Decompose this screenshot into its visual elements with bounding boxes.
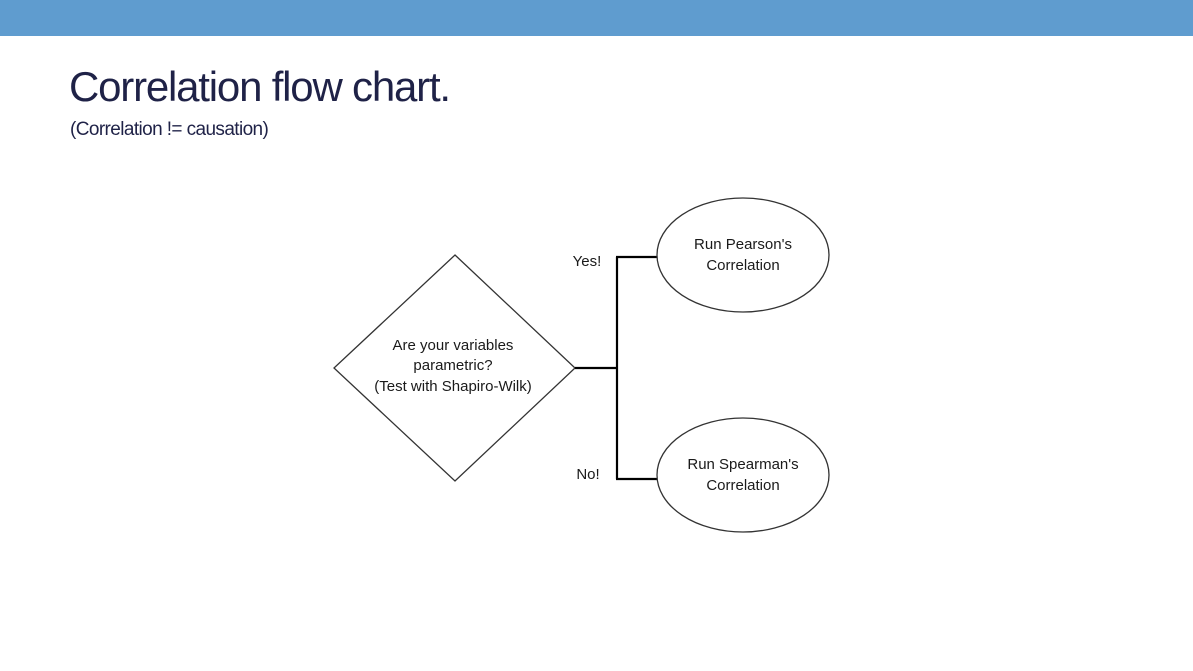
spearman-text-line-1: Run Spearman's — [687, 456, 798, 473]
decision-text-line-1: Are your variables — [393, 337, 514, 354]
decision-text-line-3: (Test with Shapiro-Wilk) — [374, 378, 532, 395]
spearman-outcome-ellipse — [656, 417, 830, 533]
decision-diamond — [333, 254, 576, 482]
pearson-text-line-2: Correlation — [706, 257, 779, 274]
pearson-outcome-ellipse — [656, 197, 830, 313]
pearson-text-line-1: Run Pearson's — [694, 236, 792, 253]
spearman-text-line-2: Correlation — [706, 477, 779, 494]
slide-subtitle: (Correlation != causation) — [70, 119, 269, 140]
slide-title: Correlation flow chart. — [69, 63, 451, 110]
decision-text-line-2: parametric? — [413, 357, 492, 374]
yes-branch-label: Yes! — [573, 253, 602, 270]
no-branch-label: No! — [576, 466, 599, 483]
top-accent-bar — [0, 0, 1193, 36]
